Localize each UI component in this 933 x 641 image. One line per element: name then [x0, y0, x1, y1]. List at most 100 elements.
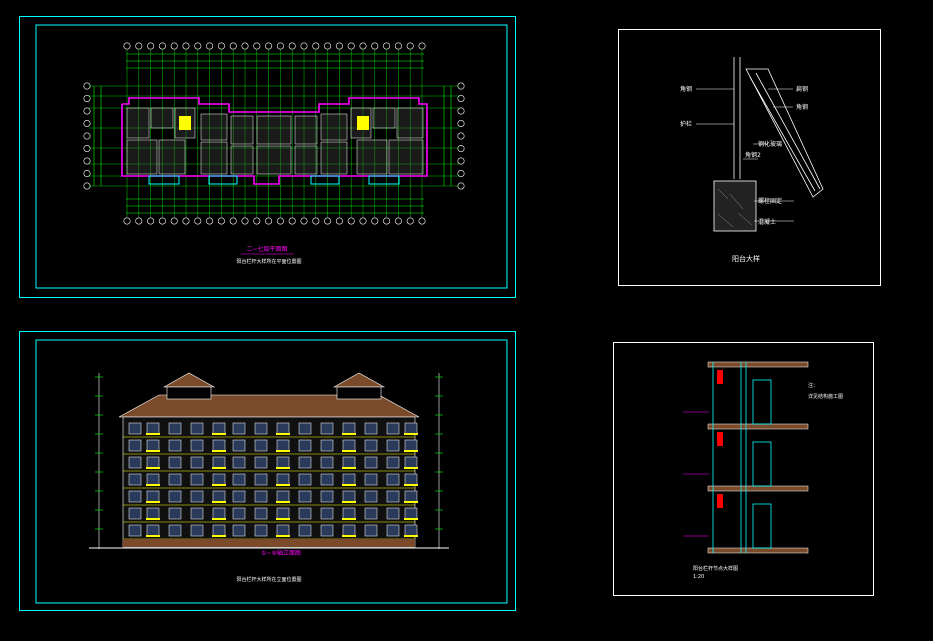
window: [128, 473, 142, 486]
axis-bubble: [135, 42, 143, 50]
axis-bubble: [194, 217, 202, 225]
window: [320, 439, 334, 452]
window: [190, 439, 204, 452]
balcony-rail: [342, 535, 356, 537]
window: [404, 524, 418, 537]
window: [254, 422, 268, 435]
section-note-1: 注：: [808, 382, 818, 389]
section-note-2: 详见结构施工图: [808, 393, 843, 400]
door-openings: [752, 379, 772, 549]
window: [404, 422, 418, 435]
axis-bubble: [347, 217, 355, 225]
balcony-rail: [212, 535, 226, 537]
inner-frame: [35, 24, 508, 289]
axis-bubble: [158, 42, 166, 50]
axis-bubble: [135, 217, 143, 225]
window: [190, 490, 204, 503]
axis-bubble: [83, 145, 91, 153]
window: [146, 524, 160, 537]
window: [320, 490, 334, 503]
window: [254, 439, 268, 452]
axis-bubble: [83, 95, 91, 103]
balcony-rail: [212, 467, 226, 469]
axis-bubble: [457, 95, 465, 103]
window: [364, 507, 378, 520]
plan-caption: 阳台栏杆大样所在平面位置图: [236, 258, 301, 265]
axis-bubble: [418, 42, 426, 50]
axis-bubble: [265, 42, 273, 50]
axis-bubble: [359, 217, 367, 225]
note-2: 扁钢: [796, 85, 808, 93]
axis-bubble: [457, 120, 465, 128]
window: [232, 473, 246, 486]
window: [232, 507, 246, 520]
balcony-rail: [404, 450, 418, 452]
balcony-rail: [146, 535, 160, 537]
window: [404, 507, 418, 520]
railing-detail-sheet[interactable]: 角钢 扁钢 护栏 角钢 钢化玻璃 角钢2 螺栓固定 混凝土 阳台大样: [618, 29, 882, 287]
axis-bubble: [147, 217, 155, 225]
axis-bubble: [457, 157, 465, 165]
axis-bubble: [206, 42, 214, 50]
balcony-rail: [212, 484, 226, 486]
balcony-rail: [276, 450, 290, 452]
railing-detail-drawing: 角钢 扁钢 护栏 角钢 钢化玻璃 角钢2 螺栓固定 混凝土 阳台大样: [618, 29, 881, 286]
window: [276, 524, 290, 537]
axis-bubble: [288, 217, 296, 225]
axis-bubble: [241, 217, 249, 225]
axis-bubble: [253, 42, 261, 50]
balconies: [148, 175, 400, 185]
window: [364, 439, 378, 452]
elevation-sheet[interactable]: ①~⑩轴立面图 阳台栏杆大样所在立面位置图: [19, 331, 517, 612]
axis-bubble: [359, 42, 367, 50]
balcony-rail: [212, 518, 226, 520]
axis-bubble: [394, 42, 402, 50]
window: [254, 524, 268, 537]
stairs: [179, 116, 369, 130]
window: [342, 507, 356, 520]
axis-bubble: [324, 42, 332, 50]
axis-bubble: [324, 217, 332, 225]
railing-post: [733, 57, 741, 179]
window: [386, 422, 400, 435]
window: [320, 422, 334, 435]
axis-bubble: [457, 132, 465, 140]
window: [342, 439, 356, 452]
balcony-rail: [404, 535, 418, 537]
axis-bubble: [170, 217, 178, 225]
balcony-rail: [212, 501, 226, 503]
balcony-rail: [342, 518, 356, 520]
window: [168, 473, 182, 486]
window: [320, 473, 334, 486]
window: [386, 524, 400, 537]
window: [254, 490, 268, 503]
window: [320, 456, 334, 469]
section-scale: 1:20: [693, 574, 704, 580]
window: [298, 507, 312, 520]
window: [232, 524, 246, 537]
floor-plan-sheet[interactable]: 二~七层平面图 阳台栏杆大样所在平面位置图: [19, 16, 517, 299]
axis-bubble: [394, 217, 402, 225]
window: [190, 422, 204, 435]
window: [364, 422, 378, 435]
window: [212, 524, 226, 537]
rooms: [126, 107, 424, 175]
window: [386, 456, 400, 469]
window: [212, 490, 226, 503]
axis-bubble: [300, 217, 308, 225]
window: [404, 439, 418, 452]
balcony-rail: [276, 535, 290, 537]
axis-bubble: [147, 42, 155, 50]
section-detail-sheet[interactable]: 注： 详见结构施工图 阳台栏杆节点大样图 1:20: [613, 342, 875, 597]
floor-slabs: [707, 361, 809, 554]
window: [168, 456, 182, 469]
balcony-rail: [146, 518, 160, 520]
window: [212, 473, 226, 486]
axis-bubble: [457, 107, 465, 115]
note-7: 螺栓固定: [758, 197, 782, 205]
window: [128, 524, 142, 537]
axis-bubble: [406, 217, 414, 225]
axis-bubble: [383, 42, 391, 50]
balcony-rail: [276, 467, 290, 469]
axis-bubble: [335, 42, 343, 50]
